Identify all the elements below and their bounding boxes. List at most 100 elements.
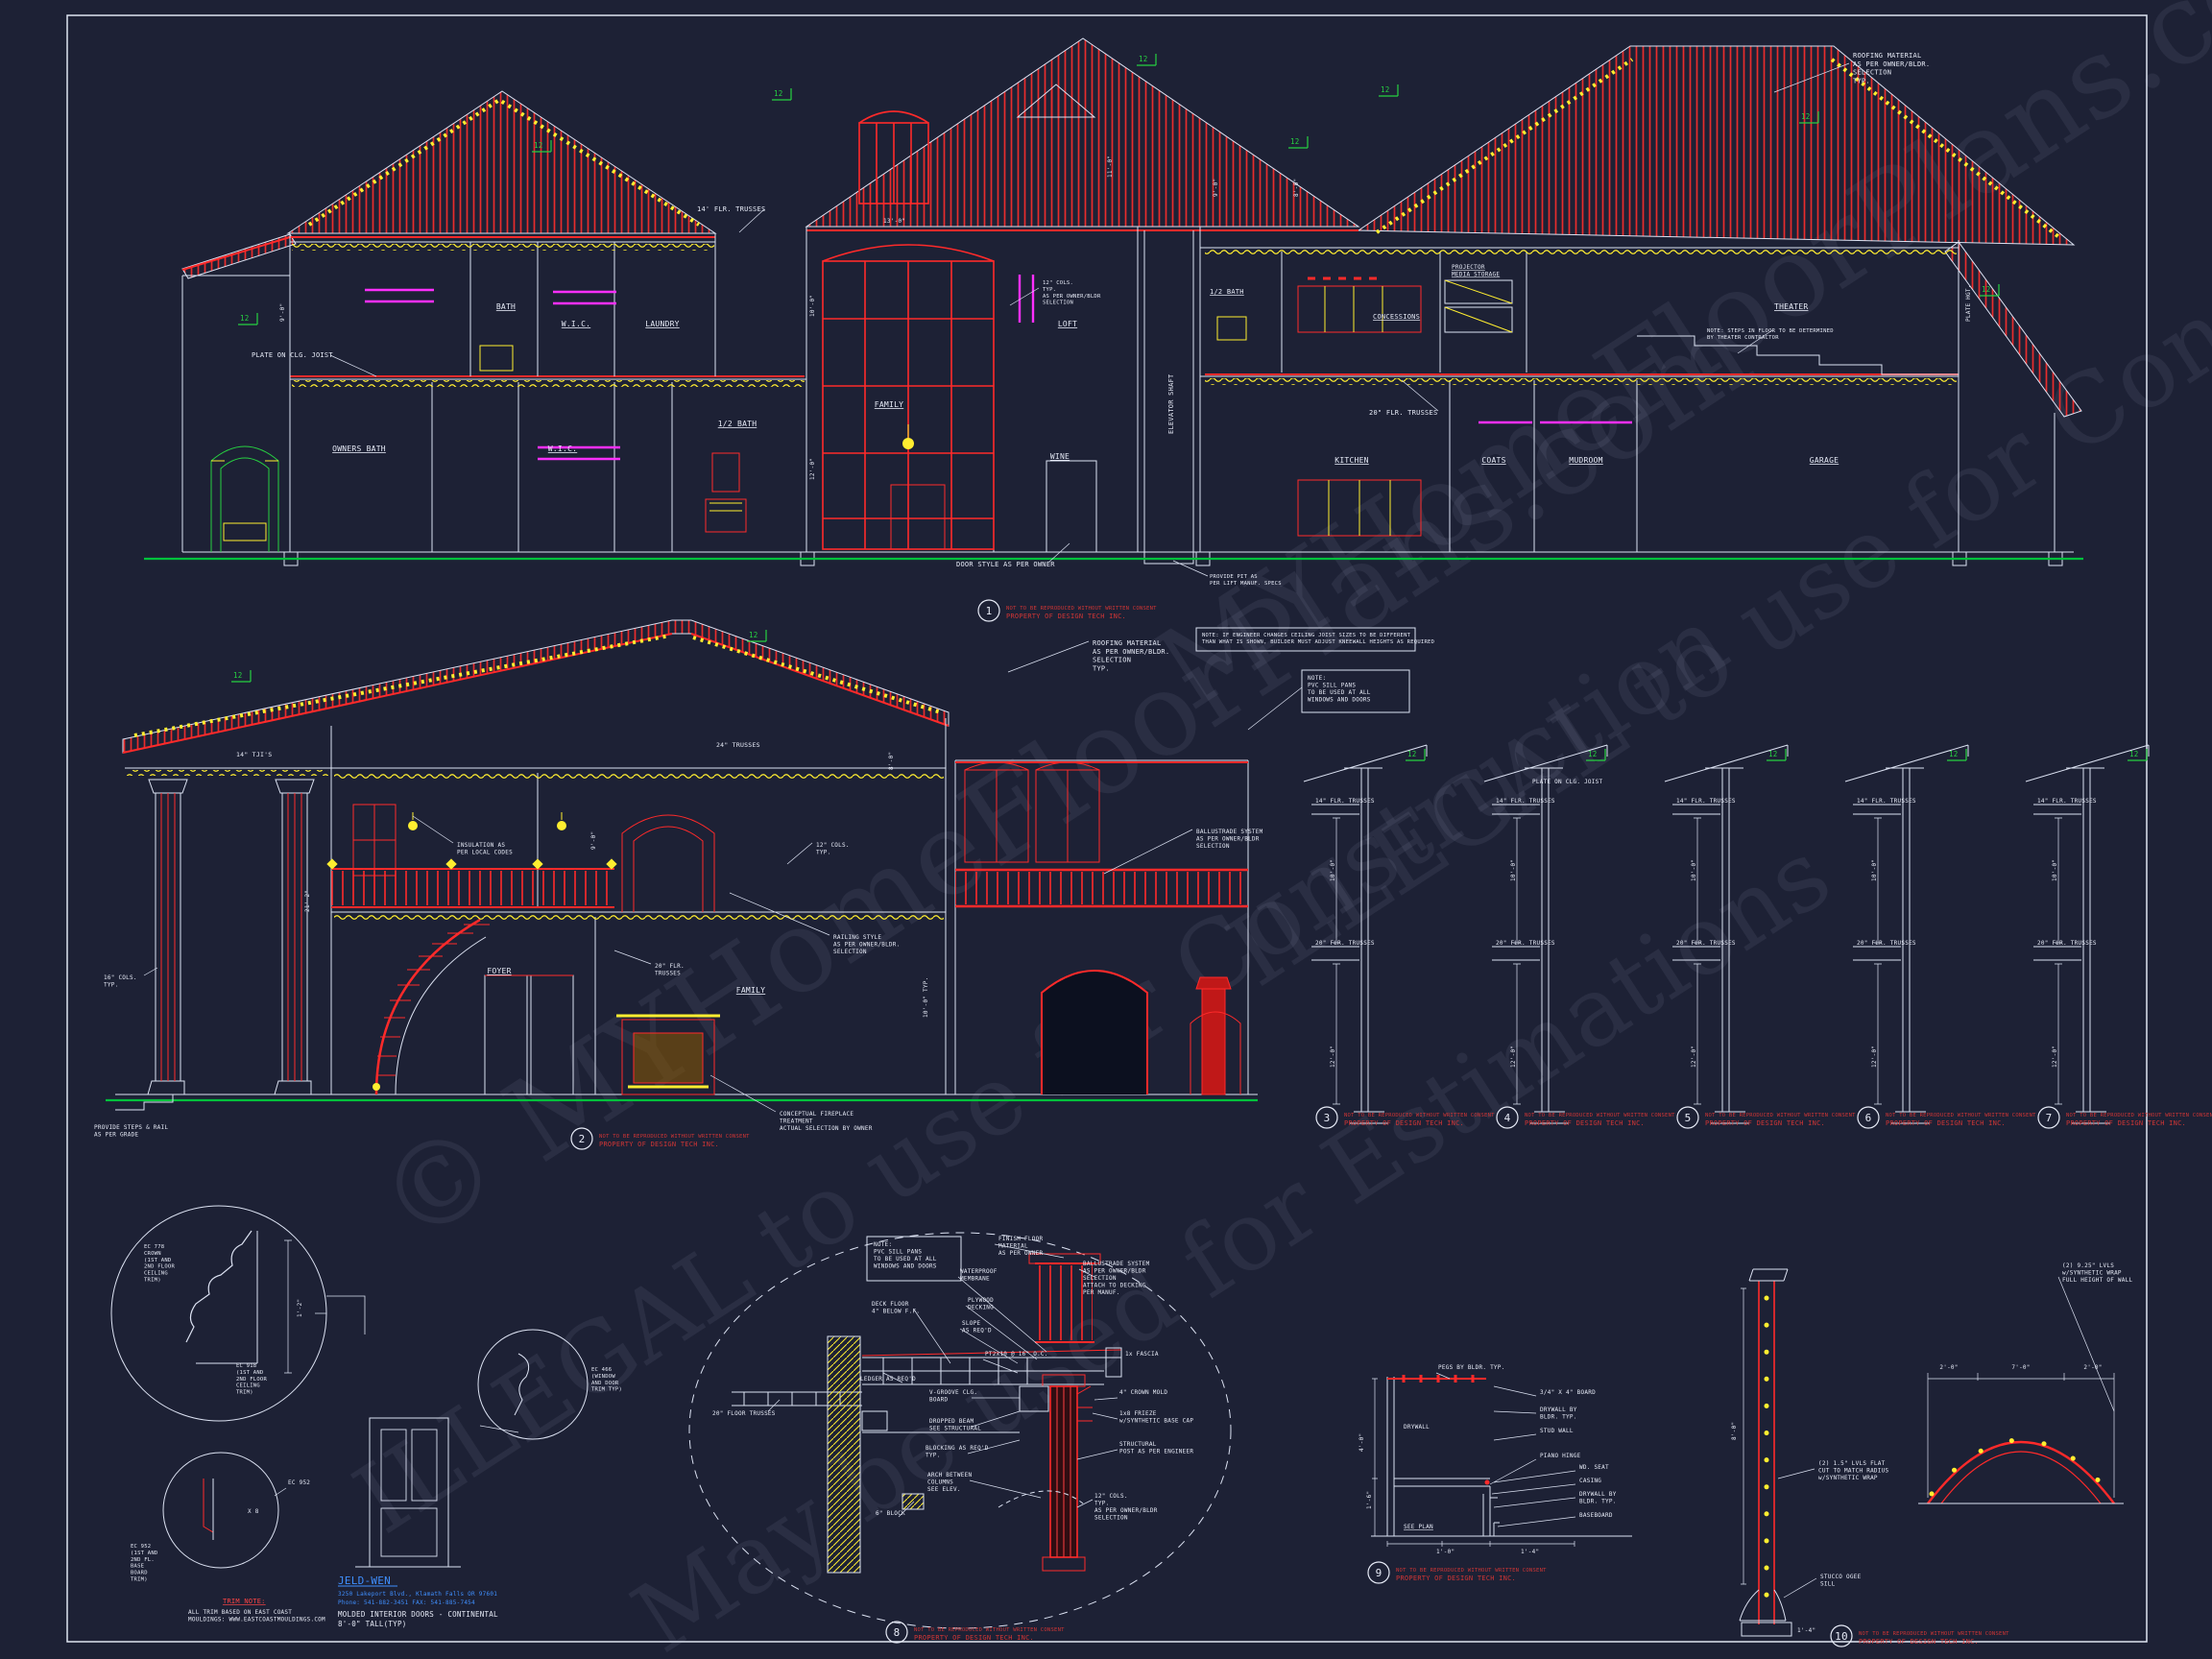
- annotation-label: MOLDED INTERIOR DOORS - CONTINENTAL: [338, 1610, 498, 1619]
- rear-elevation-fragment: [954, 759, 1249, 1095]
- section-number-bubble: [1857, 1106, 1880, 1129]
- pitch-value: 12: [240, 314, 250, 323]
- roof-pitch-marker: 12: [1799, 111, 1819, 124]
- roof-pitch-marker: 12: [1586, 749, 1606, 761]
- annotation-label: PLATE HGT.: [1965, 284, 1972, 322]
- roof-pitch-marker: 12: [1379, 84, 1399, 97]
- porch-column: [147, 779, 188, 1095]
- annotation-label: 14" FLR. TRUSSES: [1315, 798, 1375, 805]
- annotation-label: 7'-0": [2011, 1364, 2030, 1371]
- pitch-value: 12: [2129, 750, 2139, 758]
- annotation-label: 4'-0": [1358, 1433, 1365, 1452]
- annotation-label: DRYWALL: [1404, 1424, 1430, 1431]
- annotation-label: 10'-0": [1510, 859, 1517, 881]
- annotation-label: 10'-0" TYP.: [923, 977, 929, 1019]
- annotation-label: THEATER: [1774, 302, 1808, 311]
- copyright-notice: NOT TO BE REPRODUCED WITHOUT WRITTEN CON…: [1886, 1113, 2036, 1118]
- property-notice: PROPERTY OF DESIGN TECH INC.: [1886, 1119, 2006, 1127]
- concessions-counter: [1297, 276, 1422, 333]
- annotation-label: WINE: [1050, 452, 1070, 461]
- annotation-label: 12'-0": [2052, 1046, 2058, 1068]
- annotation-label: PLATE ON CLG. JOIST: [1532, 779, 1603, 785]
- roof-pitch-marker: 12: [238, 313, 258, 325]
- annotation-label: LAUNDRY: [645, 320, 679, 328]
- pitch-value: 12: [1982, 285, 1991, 294]
- section-number-bubble: [1496, 1106, 1519, 1129]
- pitch-value: 12: [1801, 112, 1811, 121]
- annotation-label: 14" TJI'S: [236, 751, 272, 758]
- pitch-value: 12: [1290, 137, 1300, 146]
- annotation-label: 8'-0" TALL(TYP): [338, 1620, 406, 1628]
- annotation-label: 8'-0": [1731, 1422, 1738, 1440]
- annotation-label: BASEBOARD: [1579, 1512, 1613, 1519]
- annotation-label: V-GROOVE CLG.BOARD: [929, 1389, 977, 1404]
- property-notice: PROPERTY OF DESIGN TECH INC.: [1006, 613, 1126, 620]
- annotation-label: 20" FLR. TRUSSES: [2037, 940, 2097, 947]
- annotation-label: OWNERS BATH: [332, 445, 386, 453]
- entry-door: [1046, 460, 1097, 553]
- pitch-value: 12: [749, 631, 758, 639]
- section-number: 10: [1835, 1630, 1848, 1643]
- roof-pitch-marker: 12: [532, 140, 552, 153]
- half-bath-vanity: [705, 452, 747, 533]
- annotation-label: TRIM NOTE:: [223, 1598, 266, 1605]
- property-notice: PROPERTY OF DESIGN TECH INC.: [914, 1634, 1034, 1642]
- annotation-label: 1'-2": [297, 1299, 303, 1317]
- pitch-value: 12: [233, 671, 243, 680]
- property-notice: PROPERTY OF DESIGN TECH INC.: [2066, 1119, 2186, 1127]
- section-number: 8: [894, 1626, 901, 1639]
- annotation-label: FAMILY: [736, 986, 765, 995]
- annotation-label: MUDROOM: [1569, 456, 1602, 465]
- roof-pitch-marker: 12: [747, 630, 767, 642]
- roof-pitch-marker: 12: [1288, 136, 1309, 149]
- chandelier: [902, 438, 914, 449]
- pitch-value: 12: [1381, 85, 1390, 94]
- roof-pitch-marker: 12: [772, 88, 792, 101]
- section-number-bubble: [1367, 1561, 1390, 1584]
- section-number: 7: [2046, 1112, 2053, 1124]
- annotation-label: 11'-0": [1107, 156, 1114, 178]
- annotation-label: 4" CROWN MOLD: [1119, 1389, 1167, 1396]
- annotation-label: 1'-4": [1797, 1627, 1815, 1634]
- roof-pitch-marker: 12: [2128, 749, 2148, 761]
- pitch-value: 12: [1768, 750, 1778, 758]
- annotation-label: 24" TRUSSES: [716, 741, 760, 749]
- annotation-label: FOYER: [487, 967, 511, 975]
- entry-steps: [115, 1094, 202, 1111]
- section-number: 5: [1685, 1112, 1692, 1124]
- door-elevation: [355, 1417, 461, 1568]
- roof-pitch-marker: 12: [231, 670, 252, 683]
- annotation-label: 10'-0": [1691, 859, 1697, 881]
- copyright-notice: NOT TO BE REPRODUCED WITHOUT WRITTEN CON…: [1006, 606, 1157, 612]
- annotation-label: 14" FLR. TRUSSES: [2037, 798, 2097, 805]
- pitch-value: 12: [774, 89, 783, 98]
- annotation-label: 20" FLR. TRUSSES: [1315, 940, 1375, 947]
- lvl-wall-detail-10: [1739, 1268, 2124, 1637]
- projector-storage: [1444, 279, 1513, 333]
- annotation-label: 20" FLR. TRUSSES: [1857, 940, 1916, 947]
- annotation-label: 3250 Lakeport Blvd., Klamath Falls OR 97…: [338, 1591, 497, 1598]
- annotation-label: 16" COLS.TYP.: [104, 974, 137, 989]
- annotation-label: 14" FLR. TRUSSES: [1857, 798, 1916, 805]
- annotation-label: 9'-0": [279, 303, 286, 322]
- annotation-label: 12'-0": [809, 458, 816, 480]
- property-notice: PROPERTY OF DESIGN TECH INC.: [1859, 1638, 1979, 1646]
